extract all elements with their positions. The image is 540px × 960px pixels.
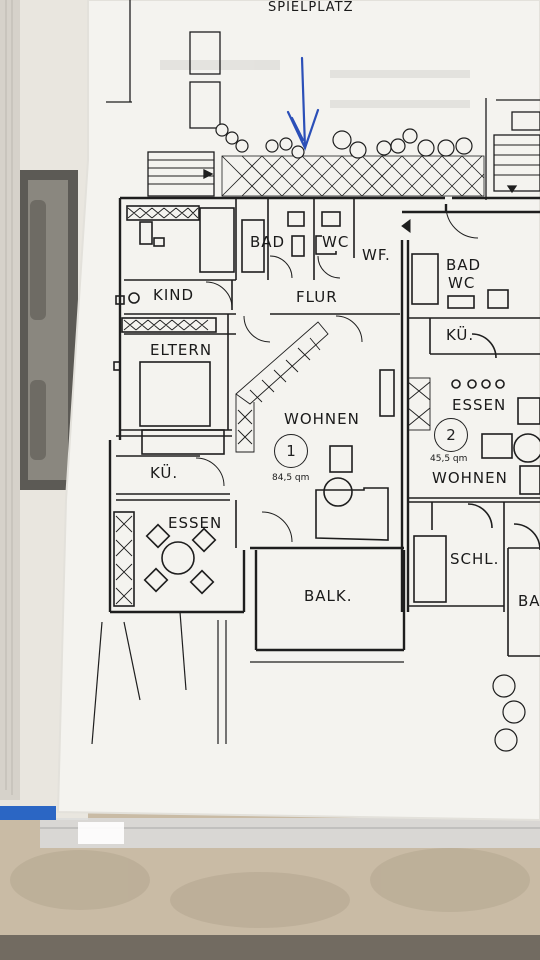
room-label-wc-2: WC	[448, 274, 476, 292]
room-label-balkon-1: BALK.	[304, 587, 353, 605]
room-label-wohnen-2: WOHNEN	[432, 469, 508, 487]
playground-label: SPIELPLATZ	[268, 0, 354, 15]
room-label-wohnen-1: WOHNEN	[284, 410, 360, 428]
apartment-number-2: 2	[434, 418, 468, 452]
room-label-balkon-2: BA	[518, 592, 540, 610]
room-label-wc-1: WC	[322, 233, 350, 251]
room-label-wf: WF.	[362, 246, 391, 264]
room-label-flur: FLUR	[296, 288, 338, 306]
room-label-bad-2: BAD	[446, 256, 482, 274]
apartment-number-1: 1	[274, 434, 308, 468]
pen-arrow-icon	[286, 56, 320, 151]
apartment-area-2: 45,5 qm	[430, 454, 468, 464]
room-label-kind: KIND	[153, 286, 195, 304]
room-label-eltern: ELTERN	[150, 341, 213, 359]
apartment-area-1: 84,5 qm	[272, 473, 310, 483]
room-label-kueche-1: KÜ.	[150, 464, 179, 482]
room-label-essen-1: ESSEN	[168, 514, 223, 532]
room-label-bad-1: BAD	[250, 233, 286, 251]
room-label-essen-2: ESSEN	[452, 396, 507, 414]
room-label-kueche-2: KÜ.	[446, 326, 475, 344]
room-label-schlafen: SCHL.	[450, 550, 500, 568]
